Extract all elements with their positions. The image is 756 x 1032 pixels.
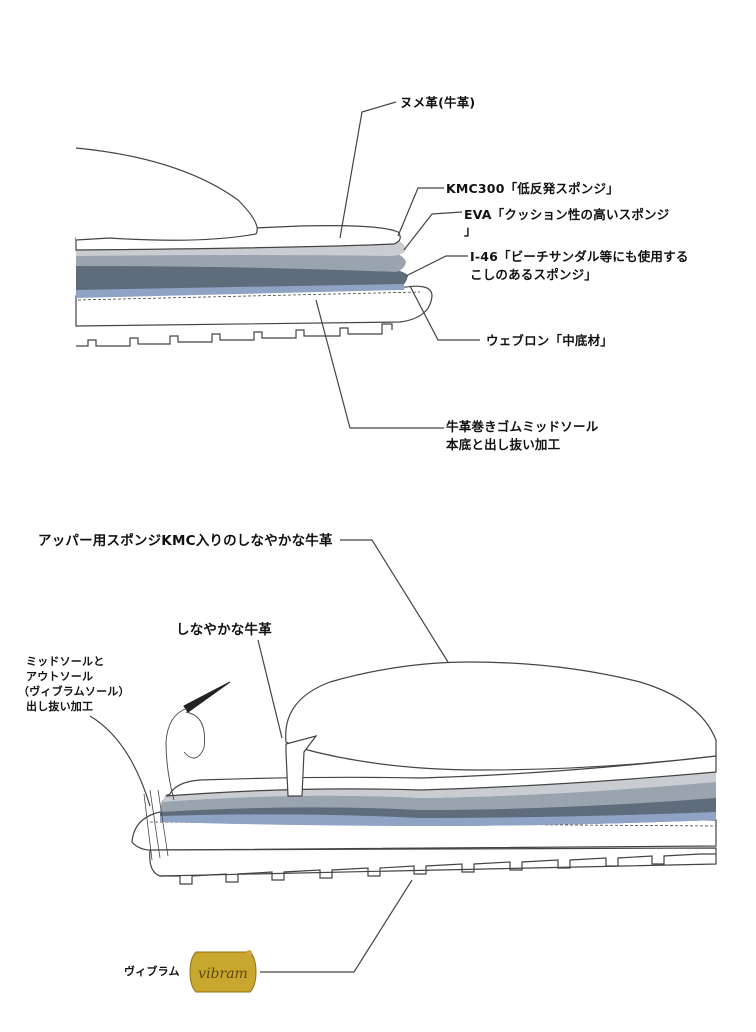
label-stitch-line1: ミッドソールと (26, 655, 105, 668)
thread-loop (165, 707, 206, 801)
label-eva-line2: 」 (464, 223, 477, 238)
leader-kmc300 (397, 187, 444, 237)
stitch-threads (143, 789, 169, 861)
label-vibram: ヴィブラム (124, 965, 180, 978)
top-strap (75, 147, 258, 241)
bottom-tread (160, 853, 716, 885)
label-soft-leather: しなやかな牛革 (176, 622, 272, 638)
bottom-sandal (89, 539, 717, 973)
label-stitch-line3: （ヴィブラムソール） (18, 685, 130, 698)
leader-webron (409, 285, 480, 341)
label-midsole-line2: 本底と出し抜い加工 (446, 437, 561, 452)
vibram-logo: vibram (189, 950, 257, 993)
label-webron: ウェブロン「中底材」 (486, 333, 614, 348)
label-nume-leather: ヌメ革(牛革) (400, 95, 476, 110)
bottom-upper (285, 661, 717, 771)
toe-post (285, 734, 318, 797)
leader-soft (257, 639, 283, 739)
leader-midsole (315, 299, 444, 429)
label-kmc300: KMC300「低反発スポンジ」 (446, 181, 619, 196)
label-stitch-line4: 出し抜い加工 (26, 700, 94, 713)
bottom-outsole-lower (149, 847, 717, 877)
vibram-logo-text: vibram (198, 966, 248, 982)
top-layer-mid (76, 250, 406, 272)
bottom-stitch-line (149, 821, 717, 827)
label-stitch-line2: アウトソール (26, 670, 94, 683)
top-stitch-line (77, 291, 421, 301)
top-outsole (75, 285, 433, 327)
label-midsole-line1: 牛革巻きゴムミッドソール (446, 419, 599, 434)
label-i46-line1: I-46「ビーチサンダル等にも使用する (470, 249, 689, 264)
label-upper-sponge: アッパー用スポンジKMC入りのしなやかな牛革 (38, 533, 333, 549)
needle-icon (183, 681, 231, 713)
leader-vibram (260, 879, 413, 973)
bottom-layer-mid (160, 780, 716, 812)
leader-eva (403, 211, 463, 251)
top-sandal-section (75, 101, 480, 429)
label-eva-line1: EVA「クッション性の高いスポンジ (464, 207, 670, 222)
vibram-logo-badge (189, 951, 257, 993)
leader-upper (340, 539, 449, 663)
leader-stitch (89, 715, 151, 807)
vibram-logo-dot (246, 950, 252, 956)
leader-i46 (405, 255, 468, 277)
label-i46-line2: こしのあるスポンジ」 (470, 267, 598, 282)
top-tread (76, 323, 393, 347)
top-layer-blue (76, 284, 405, 298)
leader-nume (339, 101, 397, 239)
bottom-layer-blue (160, 812, 716, 826)
